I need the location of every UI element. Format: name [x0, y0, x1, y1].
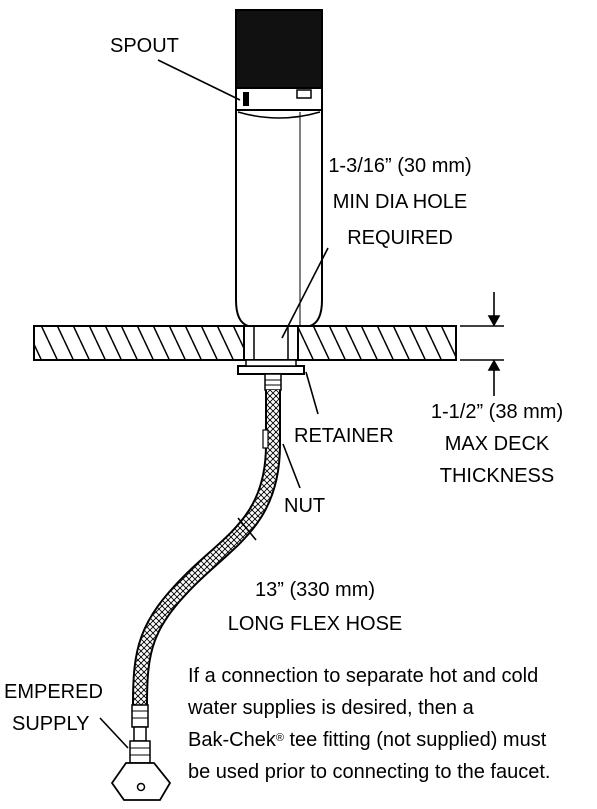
- hose-label-line2: LONG FLEX HOSE: [227, 613, 403, 635]
- supply-leader: [99, 717, 129, 749]
- hole-requirement-label-line1: 1-3/16” (30 mm): [328, 155, 472, 177]
- hose-label-line1: 13” (330 mm): [254, 579, 376, 601]
- deck-thickness-dimension: [460, 292, 504, 396]
- nut-label: NUT: [284, 495, 326, 517]
- registered-mark: ®: [275, 732, 284, 744]
- deck-thickness-label-line2: MAX DECK: [444, 433, 550, 455]
- hole-requirement-label-line3: REQUIRED: [347, 227, 453, 249]
- note-line-4: be used prior to connecting to the fauce…: [188, 761, 551, 783]
- retainer: [237, 359, 305, 375]
- retainer-label: RETAINER: [294, 425, 394, 447]
- retainer-leader: [305, 371, 319, 415]
- hose-top-fitting: [264, 373, 282, 391]
- flex-hose: [132, 390, 281, 706]
- spout-body: [235, 9, 323, 327]
- leader-lines: [99, 59, 329, 749]
- note-line-3: Bak-Chek® tee fitting (not supplied) mus…: [188, 728, 546, 752]
- shank: [243, 325, 299, 361]
- supply-label-line2: SUPPLY: [12, 713, 90, 735]
- supply-label-line1: EMPERED: [4, 681, 103, 703]
- note-line-3-start: Bak-Chek: [188, 729, 276, 751]
- deck-thickness-label-line1: 1-1/2” (38 mm): [430, 401, 564, 423]
- hole-leader: [281, 247, 329, 339]
- supply-stop-valve: [110, 704, 172, 801]
- note-line-2: water supplies is desired, then a: [188, 697, 474, 719]
- spout-leader: [157, 59, 241, 101]
- hose-leader: [237, 517, 257, 541]
- nut-leader: [282, 443, 301, 489]
- note-line-3-end: tee fitting (not supplied) must: [283, 729, 547, 751]
- spout-label: SPOUT: [110, 35, 179, 57]
- note-line-1: If a connection to separate hot and cold: [188, 665, 539, 687]
- hole-requirement-label-line2: MIN DIA HOLE: [332, 191, 468, 213]
- deck-thickness-label-line3: THICKNESS: [439, 465, 555, 487]
